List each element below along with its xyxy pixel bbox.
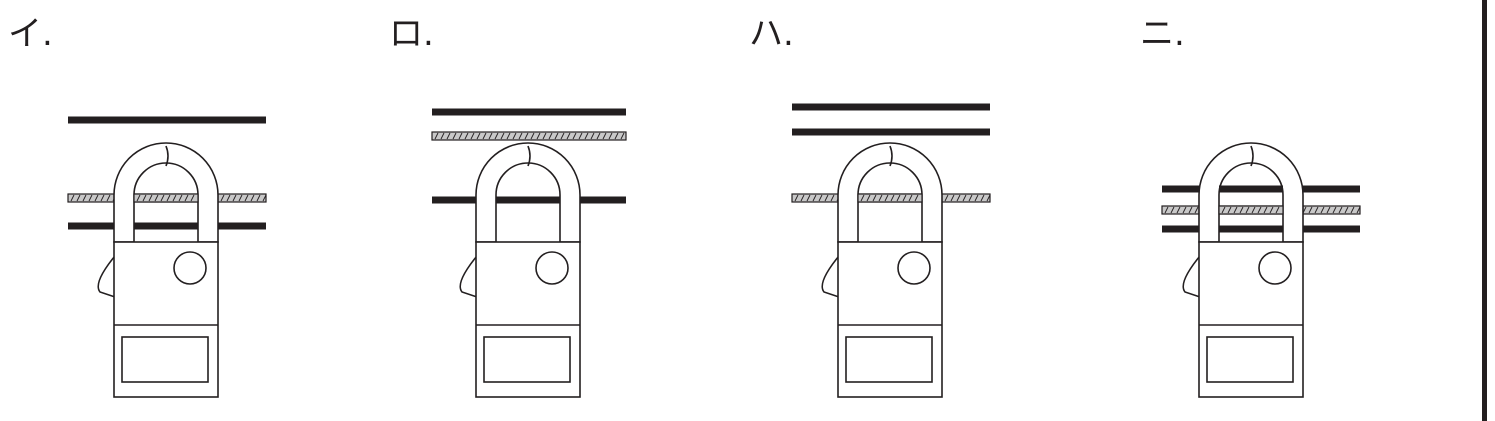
wire-2-inside-jaw bbox=[1218, 205, 1284, 215]
clamp-jaw bbox=[475, 142, 581, 243]
selector-dial bbox=[897, 251, 931, 285]
option-panel-ro: ロ. bbox=[364, 0, 724, 421]
clamp-meter-diagram-ni bbox=[1161, 142, 1361, 398]
option-label-i: イ. bbox=[8, 14, 53, 54]
clamp-meter-diagram-ro bbox=[431, 108, 627, 398]
clamp-meter bbox=[1182, 142, 1304, 398]
selector-dial bbox=[1258, 251, 1292, 285]
selector-dial bbox=[535, 251, 569, 285]
display-window bbox=[121, 336, 209, 383]
display-window bbox=[1206, 336, 1294, 383]
jaw-seam bbox=[1250, 145, 1254, 167]
page-right-border bbox=[1482, 0, 1487, 421]
option-label-ha: ハ. bbox=[749, 14, 794, 54]
wire-2-inside-jaw bbox=[133, 193, 199, 203]
jaw-seam bbox=[527, 145, 531, 167]
jaw-seam bbox=[165, 145, 169, 167]
clamp-jaw bbox=[837, 142, 943, 243]
clamp-meter-diagram-ha bbox=[791, 103, 991, 398]
clamp-meter bbox=[821, 142, 943, 398]
clamp-meter bbox=[97, 142, 219, 398]
display-window bbox=[845, 336, 933, 383]
option-panel-ha: ハ. bbox=[724, 0, 1084, 421]
clamp-jaw bbox=[1198, 142, 1304, 243]
clamp-jaw bbox=[113, 142, 219, 243]
display-window bbox=[483, 336, 571, 383]
option-panel-ni: ニ. bbox=[1100, 0, 1460, 421]
wire-3-inside-jaw bbox=[857, 193, 923, 203]
clamp-meter bbox=[459, 142, 581, 398]
option-label-ro: ロ. bbox=[389, 14, 434, 54]
wire-2 bbox=[431, 131, 627, 141]
clamp-meter-diagram-i bbox=[67, 116, 267, 398]
option-panel-i: イ. bbox=[0, 0, 360, 421]
option-label-ni: ニ. bbox=[1140, 14, 1185, 54]
jaw-seam bbox=[889, 145, 893, 167]
selector-dial bbox=[173, 251, 207, 285]
